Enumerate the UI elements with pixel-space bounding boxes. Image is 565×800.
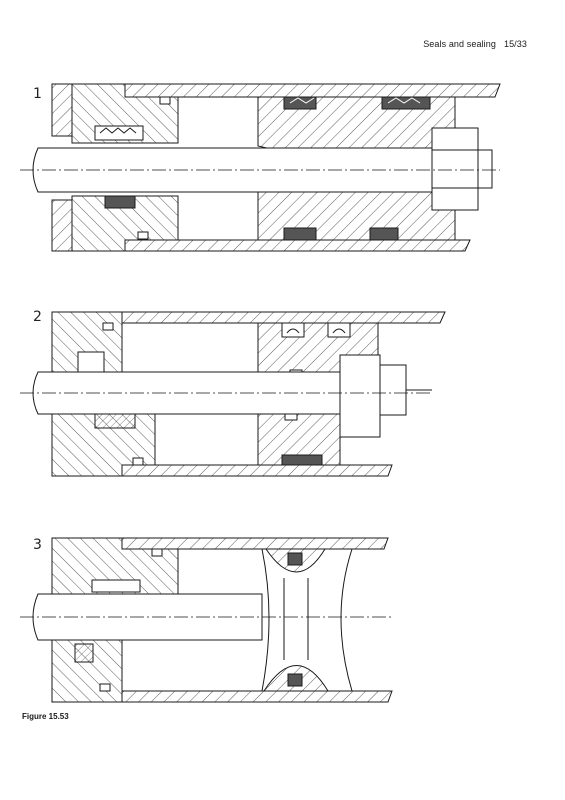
rod-seal-top [91,579,141,593]
figure-1-number: 1 [33,86,42,102]
cylinder-wall-bottom [121,464,393,477]
o-ring-bottom [132,457,144,466]
piston-seals [283,96,431,241]
page-header: Seals and sealing 15/33 [423,39,527,49]
rod-seal-top [94,125,144,141]
page-number: 15/33 [503,39,527,49]
piston-rod [32,371,346,415]
end-cap-flange-bottom [51,199,73,252]
chevron-seal-top [99,127,137,134]
o-ring-top [159,96,171,105]
cylinder-wall-top [121,311,446,324]
rod-nut [339,354,381,438]
section-title: Seals and sealing [423,39,496,49]
figure-1: 1 [20,83,501,252]
o-ring-top [102,322,114,331]
gland-bottom [71,195,179,252]
rod-nut [431,127,479,211]
rod-seal-bottom [74,643,94,663]
rod-seal-top [77,351,105,373]
figure-3-number: 3 [33,537,42,553]
o-ring-top [151,548,163,557]
figure-caption: Figure 15.53 [22,712,69,721]
cylinder-wall-bottom [124,239,471,252]
cylinder-wall-bottom [121,690,393,703]
rod-seal-bottom [104,195,136,209]
figure-2-number: 2 [33,309,42,325]
o-ring-bottom [137,231,149,240]
end-cap-flange-top [51,83,73,137]
rod-seal-bottom [94,413,136,429]
cylinder-wall-top [121,537,389,550]
piston-disk [261,548,353,692]
figure-3: 3 [20,537,393,703]
o-ring-bottom [99,683,111,692]
cylinder-wall-top [124,83,501,98]
figure-2: 2 [20,309,446,477]
